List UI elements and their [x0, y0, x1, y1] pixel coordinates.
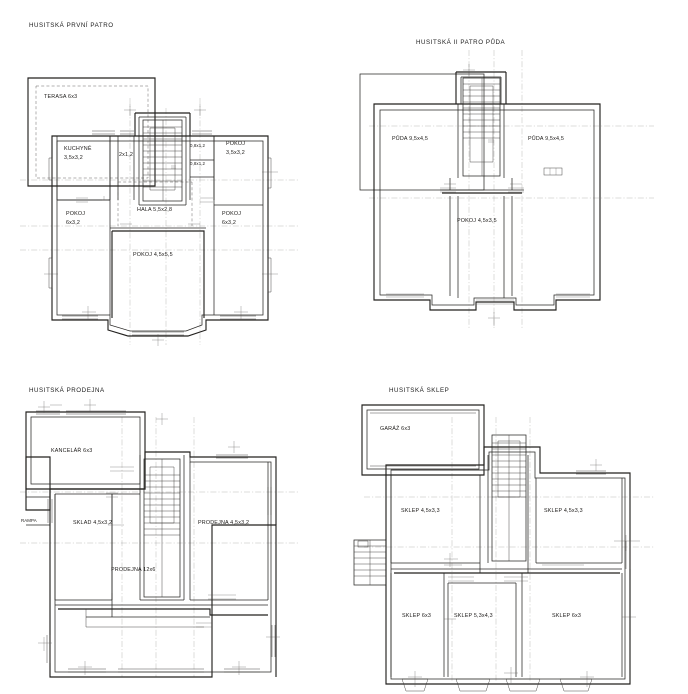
room-label-pokoj-ne-size: 3,5x3,2 [226, 150, 245, 156]
doors-and-windows [46, 454, 276, 673]
room-terrace: TERASA 6x3 [27, 77, 156, 187]
first-floor-drawing: TERASA 6x3 [20, 77, 300, 346]
interior-walls [54, 455, 269, 628]
room-label-sklep-nw: SKLEP 4,5x3,3 [401, 508, 440, 514]
room-label-puda-west: PŮDA 9,5x4,5 [392, 135, 428, 142]
room-label-terasa: TERASA 6x3 [44, 94, 77, 100]
room-label-puda-east: PŮDA 9,5x4,5 [528, 135, 564, 142]
reference-crosses [38, 399, 280, 675]
floor-plan-first-floor: HUSITSKÁ PRVNÍ PATRO TERASA 6x3 [0, 0, 344, 347]
room-label-pokoj-w-name: POKOJ [66, 211, 85, 217]
floor-plan-attic: HUSITSKÁ II PATRO PŮDA [344, 0, 688, 347]
fixture-symbol [543, 167, 563, 176]
room-label-sklep-sc: SKLEP 5,3x4,3 [454, 613, 493, 619]
room-label-pokoj-attic: POKOJ 4,5x3,5 [457, 218, 497, 224]
plan-title-cellar: HUSITSKÁ SKLEP [389, 387, 450, 394]
plan-title-attic: HUSITSKÁ II PATRO PŮDA [416, 39, 506, 46]
staircase [462, 77, 501, 177]
building-outline [385, 446, 631, 685]
room-label-prodejna-big: PRODEJNA 12x6 [111, 567, 156, 573]
room-label-pokoj-e-name: POKOJ [222, 211, 241, 217]
room-label-pokoj-w-size: 6x3,2 [66, 220, 80, 226]
room-label-rampa: RAMPA [21, 518, 37, 523]
room-label-hala: HALA 5,5x2,8 [137, 207, 172, 213]
reference-crosses [408, 459, 640, 687]
room-label-wc-2: 0,8x1,2 [190, 161, 206, 166]
exterior-stairs [353, 539, 387, 586]
room-label-kuchyne-size: 3,5x3,2 [64, 155, 83, 161]
reference-crosses [44, 104, 278, 346]
shop-drawing: KANCELÁŘ 6x3 [20, 399, 300, 678]
doors-and-windows [401, 470, 631, 692]
room-label-sklep-se: SKLEP 6x3 [552, 613, 581, 619]
attic-drawing: PŮDA 9,5x4,5 PŮDA 9,5x4,5 POKOJ 4,5x3,5 [359, 50, 654, 330]
room-label-pokoj-ne-name: POKOJ [226, 141, 245, 147]
cellar-drawing: GARÁŽ 6x3 [353, 404, 654, 692]
axis-lines [20, 98, 300, 345]
staircase [142, 119, 183, 202]
floor-plan-shop: HUSITSKÁ PRODEJNA KANCELÁŘ 6x3 [0, 347, 344, 694]
room-label-sklad: SKLAD 4,5x3,2 [73, 520, 112, 526]
room-label-pokoj-e-size: 6x3,2 [222, 220, 236, 226]
room-office: KANCELÁŘ 6x3 [25, 410, 146, 490]
axis-lines [364, 417, 654, 682]
staircase [143, 458, 181, 598]
room-label-prodejna-small: PRODEJNA 4,5x3,2 [198, 520, 249, 526]
room-garage: GARÁŽ 6x3 [361, 404, 485, 476]
room-label-sklep-sw: SKLEP 6x3 [402, 613, 431, 619]
room-label-pokoj-s: POKOJ 4,5x5,5 [133, 252, 173, 258]
ramp: RAMPA [21, 496, 53, 526]
room-label-garaz: GARÁŽ 6x3 [380, 424, 410, 432]
plan-title-shop: HUSITSKÁ PRODEJNA [29, 387, 105, 394]
room-label-sklep-ne: SKLEP 4,5x3,3 [544, 508, 583, 514]
building-outline [25, 451, 277, 678]
staircase [491, 434, 527, 562]
plan-title-first-floor: HUSITSKÁ PRVNÍ PATRO [29, 22, 114, 29]
floor-plan-cellar: HUSITSKÁ SKLEP GARÁŽ 6x3 [344, 347, 688, 694]
interior-walls [56, 136, 263, 318]
axis-lines [20, 417, 300, 677]
room-label-kuchyne-name: KUCHYNĚ [64, 144, 92, 152]
doors [386, 187, 590, 305]
room-label-closet: 2x1,2 [119, 152, 133, 158]
room-label-wc-1: 0,8x1,2 [190, 143, 206, 148]
reference-crosses [444, 64, 522, 326]
building-outline [373, 71, 601, 311]
room-label-kancelar: KANCELÁŘ 6x3 [51, 446, 92, 454]
interior-walls [390, 455, 623, 677]
windows-and-doors [48, 130, 272, 336]
